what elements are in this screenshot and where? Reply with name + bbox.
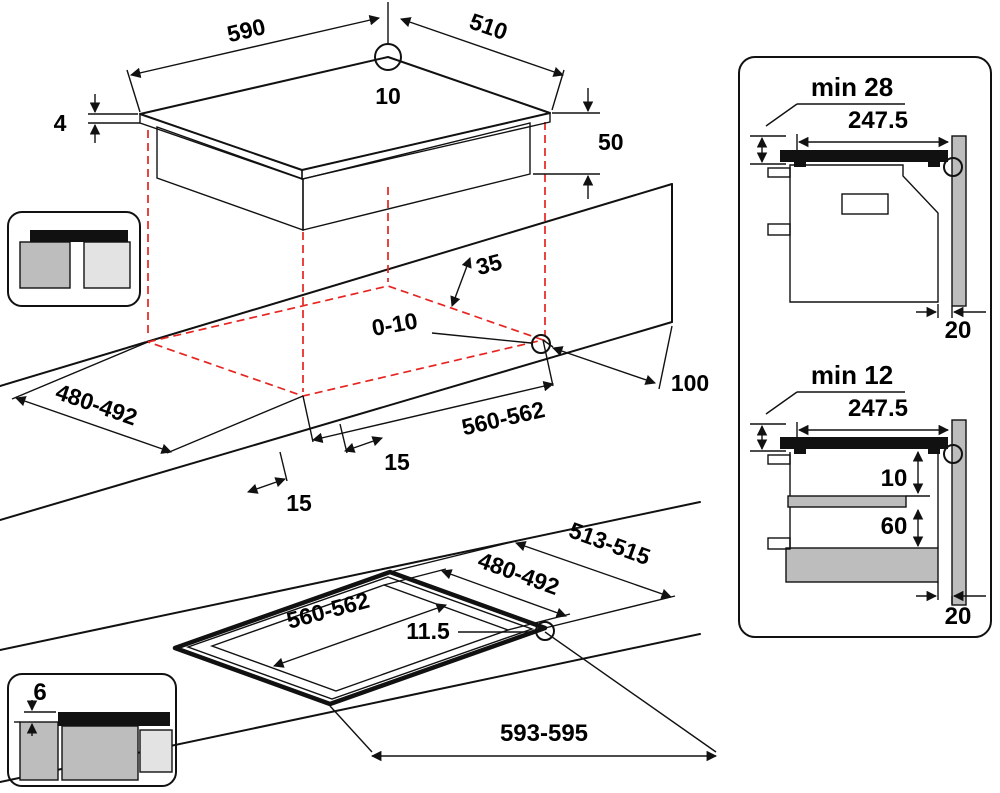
dim-hob-depth: 510 [466, 8, 511, 45]
dim-corner-left: 15 [286, 490, 312, 516]
hob-section-glass [780, 437, 948, 449]
fixing-bracket [767, 537, 791, 550]
fixing-bracket [767, 223, 791, 236]
dim-flush-corner-radius: 11.5 [406, 618, 450, 644]
dim-hob-width: 590 [225, 13, 268, 47]
dim-edge-gap: 0-10 [370, 307, 420, 341]
dim-lip-thickness: 4 [54, 110, 67, 136]
panel-frame [738, 56, 992, 638]
dim-wall-gap: 20 [945, 603, 972, 630]
dim-cutout-depth: 480-492 [52, 378, 140, 430]
wall-gap-callout [943, 444, 963, 464]
dim-depth-to-wall: 247.5 [848, 107, 908, 134]
wall-clearance-panel: min 28 247.5 20 min 12 [738, 56, 992, 638]
cutout-outline [144, 285, 547, 397]
worktop-cutout-view: 35 0-10 480-492 560-562 15 15 100 [0, 122, 709, 521]
dim-side-clearance: 100 [671, 370, 709, 396]
drawer-section [785, 547, 939, 583]
dim-corner-right: 15 [384, 449, 410, 475]
dim-flush-step: 6 [33, 679, 46, 706]
inset-frame [7, 211, 141, 307]
surface-mount-inset [7, 211, 141, 307]
dim-shelf-gap: 10 [881, 465, 908, 492]
dim-flush-outer-width: 593-595 [500, 720, 588, 747]
dim-rear-clearance: 35 [473, 248, 505, 280]
section-min-12: min 12 247.5 10 60 [750, 360, 986, 630]
wall-section [951, 419, 967, 606]
inset-frame [7, 673, 177, 787]
dim-corner-radius: 10 [375, 83, 401, 109]
fixing-bracket [767, 167, 791, 178]
wall-section [951, 135, 967, 307]
dim-shelf-distance: 60 [881, 513, 908, 540]
dim-wall-gap: 20 [945, 317, 972, 344]
flush-mount-inset: 6 [7, 673, 177, 787]
label-min-clearance: min 28 [811, 72, 893, 102]
dim-depth-to-wall: 247.5 [848, 395, 908, 422]
hob-section-glass [58, 712, 170, 726]
hob-section-glass [780, 150, 948, 162]
label-min-clearance: min 12 [811, 360, 893, 390]
hob-glass-top [139, 56, 551, 171]
vent-slot [841, 193, 889, 215]
cabinet-section [789, 164, 939, 303]
frame-corner-callout [535, 621, 555, 641]
wall-gap-callout [943, 157, 963, 177]
cutout-corner-callout [531, 334, 551, 354]
section-min-28: min 28 247.5 20 [750, 72, 986, 344]
fixing-bracket [767, 454, 791, 465]
dim-flush-outer-depth: 513-515 [566, 517, 654, 570]
hob-section-glass [30, 230, 128, 242]
dim-body-height: 50 [598, 129, 624, 155]
shelf-section [787, 495, 907, 508]
hob-isometric: 10 590 510 4 50 [54, 2, 624, 231]
